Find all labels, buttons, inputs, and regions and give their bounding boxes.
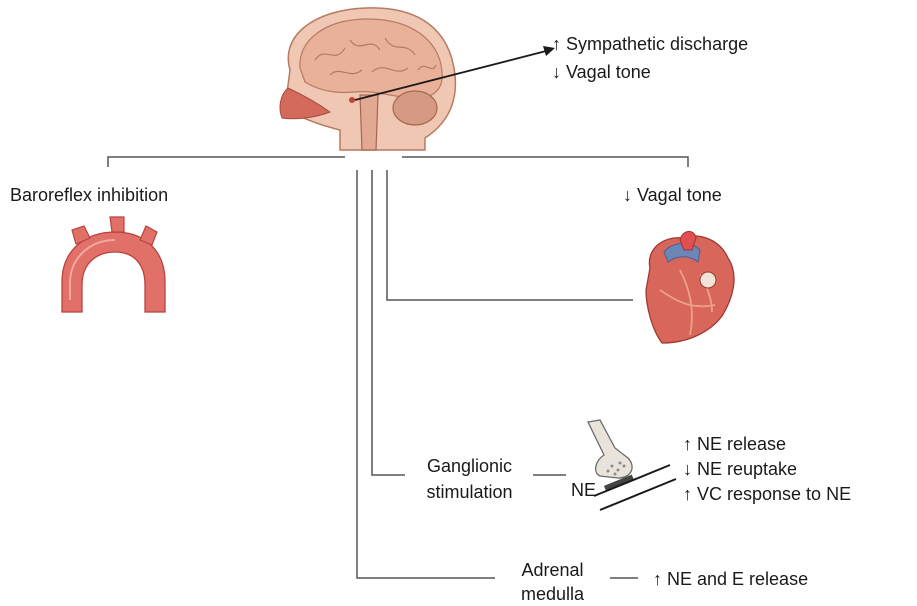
brain-effect-vagal: ↓ Vagal tone: [552, 61, 748, 83]
right-vagal-tone-label: ↓ Vagal tone: [623, 184, 722, 206]
brain-effect-sympathetic: ↑ Sympathetic discharge: [552, 33, 748, 55]
adrenal-label-line2: medulla: [495, 583, 610, 605]
aortic-arch-illustration: [62, 217, 165, 312]
ganglionic-effect-3: ↑ VC response to NE: [683, 483, 851, 505]
left-bracket-line: [108, 157, 345, 167]
nerve-axon: [588, 420, 632, 478]
brain-stem: [360, 95, 378, 150]
baroreflex-label: Baroreflex inhibition: [10, 184, 168, 206]
ganglionic-effect-2: ↓ NE reuptake: [683, 458, 851, 480]
adrenal-effect: ↑ NE and E release: [653, 568, 808, 590]
nerve-terminal-synapse: [588, 420, 676, 510]
brain-nucleus-dot: [349, 97, 355, 103]
brain-cerebellum: [393, 91, 437, 125]
ganglionic-branch-line: [372, 170, 405, 475]
ganglionic-effect-1: ↑ NE release: [683, 433, 851, 455]
brain-effects: ↑ Sympathetic discharge ↓ Vagal tone: [552, 33, 748, 83]
ganglionic-label: Ganglionic stimulation: [412, 455, 527, 503]
brain-illustration: [280, 8, 455, 150]
adrenal-label: Adrenal medulla: [495, 559, 610, 605]
connector-lines: [108, 157, 688, 578]
right-bracket-line: [402, 157, 688, 167]
adrenal-label-line1: Adrenal: [495, 559, 610, 581]
heart-illustration: [646, 231, 734, 343]
ganglionic-label-line1: Ganglionic: [412, 455, 527, 477]
aorta-branch-2: [110, 217, 124, 232]
ganglionic-label-line2: stimulation: [412, 481, 527, 503]
ganglionic-effects: ↑ NE release ↓ NE reuptake ↑ VC response…: [683, 433, 851, 505]
heart-branch-line: [387, 170, 633, 300]
ne-label: NE: [571, 479, 596, 501]
heart-valve: [700, 272, 716, 288]
adrenal-branch-line: [357, 170, 495, 578]
